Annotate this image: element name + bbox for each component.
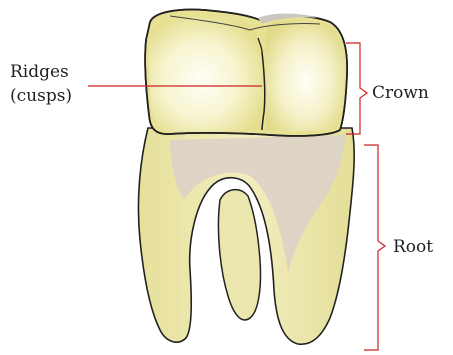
cusps-label: (cusps) [10, 86, 72, 106]
middle-root [218, 190, 260, 320]
crown-label-group: Crown [346, 43, 429, 134]
root-label-group: Root [364, 145, 433, 350]
ridges-label: Ridges [10, 62, 69, 82]
right-cusp [266, 20, 344, 131]
crown-label: Crown [372, 83, 429, 103]
tooth-root [138, 128, 354, 344]
left-cusp [149, 17, 264, 132]
root-label: Root [393, 237, 433, 257]
root-bracket [364, 145, 385, 350]
crown-bracket [346, 43, 367, 134]
tooth-crown [145, 10, 347, 136]
